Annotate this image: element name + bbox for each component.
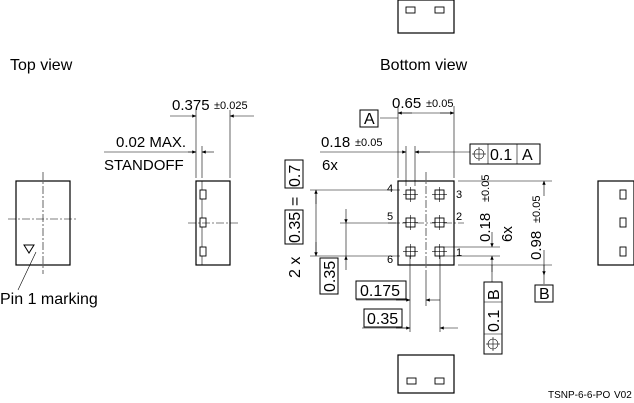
pad-width-count: 6x xyxy=(322,157,338,174)
position-tolerance-b xyxy=(483,265,503,355)
length-value: 0.98 xyxy=(528,231,545,260)
pad-length-dimension xyxy=(444,232,500,272)
bottom-view-body xyxy=(388,172,464,274)
datum-b-box xyxy=(534,284,554,303)
pad-width-dimension xyxy=(320,146,470,186)
pitch-equals: = xyxy=(287,197,304,206)
pitch-total-box xyxy=(284,159,304,189)
pitch-x-half-value: 0.175 xyxy=(360,283,400,300)
pitch-box xyxy=(284,209,304,245)
pin-number: 1 xyxy=(456,247,462,259)
pitch-y-box xyxy=(319,257,339,295)
thickness-value: 0.375 xyxy=(172,97,210,114)
pitch-total-value: 0.7 xyxy=(287,165,304,187)
pin-number: 4 xyxy=(387,183,393,195)
width-value: 0.65 xyxy=(392,95,421,112)
pitch-y-value: 0.35 xyxy=(322,261,339,292)
datum-b-label: B xyxy=(539,286,550,303)
pin-number: 5 xyxy=(387,211,393,223)
datum-a-box xyxy=(359,109,379,128)
pad-length-value: 0.18 xyxy=(477,213,494,242)
pitch-x-dimension xyxy=(355,256,458,332)
pad-width-tolerance: ±0.05 xyxy=(355,137,382,149)
length-tolerance: ±0.05 xyxy=(531,196,543,223)
position-tol-b-datum: B xyxy=(486,289,503,300)
pitch-value: 0.35 xyxy=(287,212,304,243)
right-side-projection xyxy=(597,180,634,266)
pin-number: 6 xyxy=(387,254,393,266)
pad-length-tolerance: ±0.05 xyxy=(480,175,492,202)
length-dimension xyxy=(458,180,554,303)
width-tolerance: ±0.05 xyxy=(426,98,453,110)
position-tol-a-value: 0.1 xyxy=(490,147,512,164)
pitch-x-value: 0.35 xyxy=(367,311,398,328)
pin-number: 2 xyxy=(456,211,462,223)
top-view-title: Top view xyxy=(10,57,73,74)
position-tol-a-datum: A xyxy=(522,147,533,164)
side-view-body xyxy=(104,110,254,266)
width-dimension xyxy=(359,106,455,178)
drawing-code: TSNP-6-6-PO xyxy=(548,390,610,401)
top-side-projection xyxy=(397,0,455,34)
pad-length-count: 6x xyxy=(499,226,516,242)
pitch-total-dimension xyxy=(284,159,400,257)
top-view-body xyxy=(8,172,78,291)
pitch-x-half-box xyxy=(355,280,407,300)
position-tol-b-value: 0.1 xyxy=(486,310,503,332)
pin1-marking-label: Pin 1 marking xyxy=(0,291,98,308)
drawing-version: V02 xyxy=(614,390,632,401)
pin1-marker-icon xyxy=(23,244,35,254)
position-tolerance-a xyxy=(469,143,541,165)
pitch-y-dimension xyxy=(319,209,398,295)
thickness-tolerance: ±0.025 xyxy=(214,100,248,112)
standoff-value: 0.02 MAX. xyxy=(116,134,186,151)
pitch-prefix: 2 x xyxy=(287,257,304,278)
pitch-x-box xyxy=(363,308,403,328)
bottom-view-title: Bottom view xyxy=(380,57,468,74)
datum-a-label: A xyxy=(364,111,375,128)
pin-number: 3 xyxy=(456,189,462,201)
pad-width-value: 0.18 xyxy=(321,134,350,151)
bottom-side-projection xyxy=(397,354,455,394)
standoff-label: STANDOFF xyxy=(104,157,184,174)
